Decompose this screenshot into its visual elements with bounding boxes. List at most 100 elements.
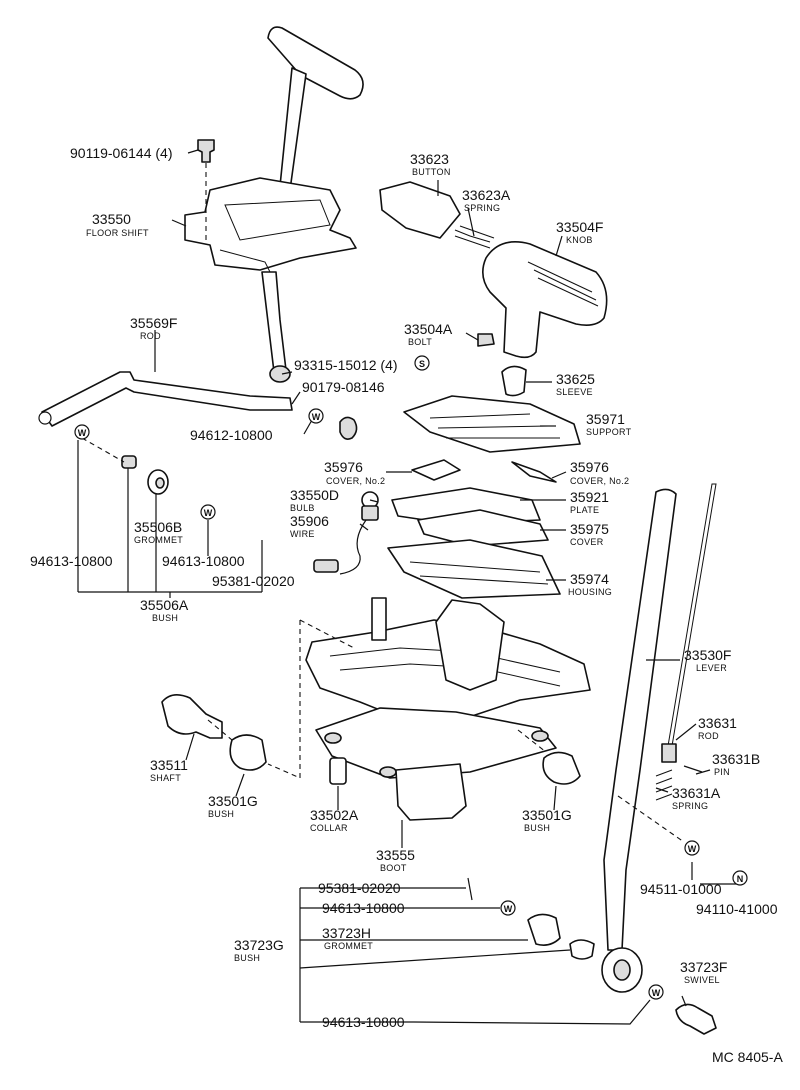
symbol-s1-letter: S [419, 359, 425, 369]
label-33550d: 33550D [290, 487, 339, 503]
label-35906: 35906 [290, 513, 329, 529]
label-94613-10800-left: 94613-10800 [30, 553, 113, 569]
label-95381-02020-bottom: 95381-02020 [318, 880, 401, 896]
symbol-s5: W [684, 840, 700, 856]
label-94613-10800-mid: 94613-10800 [162, 553, 245, 569]
symbol-s8: W [648, 984, 664, 1000]
label-33555-name: BOOT [380, 863, 407, 873]
label-33501g-left: 33501G [208, 793, 258, 809]
button-33623 [379, 181, 461, 239]
floor-shift-stem [279, 67, 307, 191]
label-33631a-name: SPRING [672, 801, 708, 811]
label-33504f-name: KNOB [566, 235, 593, 245]
symbol-s4: W [200, 504, 216, 520]
label-90179-08146: 90179-08146 [302, 379, 385, 395]
cover-35975 [417, 509, 549, 547]
part-labels: 90119-06144 (4) 33550 FLOOR SHIFT 33623 … [30, 145, 778, 1030]
label-33550d-name: BULB [290, 503, 315, 513]
label-93315-15012: 93315-15012 (4) [294, 357, 398, 373]
label-33501g-left-name: BUSH [208, 809, 234, 819]
label-94511-01000: 94511-01000 [640, 881, 722, 897]
label-33504f: 33504F [556, 219, 603, 235]
label-33631b-name: PIN [714, 767, 730, 777]
label-33511-name: SHAFT [150, 773, 181, 783]
symbol-s5-letter: W [688, 844, 697, 854]
diagram-footer-code: MC 8405-A [712, 1049, 783, 1065]
label-33623-name: BUTTON [412, 167, 451, 177]
label-95381-02020-top: 95381-02020 [212, 573, 295, 589]
label-33623a: 33623A [462, 187, 511, 203]
label-33501g-right: 33501G [522, 807, 572, 823]
label-33555: 33555 [376, 847, 415, 863]
label-33723h: 33723H [322, 925, 371, 941]
label-33511: 33511 [150, 757, 188, 773]
symbol-s3-letter: W [78, 428, 87, 438]
label-33501g-right-name: BUSH [524, 823, 550, 833]
label-90119-06144: 90119-06144 (4) [70, 145, 172, 161]
label-35975-name: COVER [570, 537, 604, 547]
label-33723g: 33723G [234, 937, 284, 953]
support-35971 [403, 395, 581, 453]
label-35974: 35974 [570, 571, 609, 587]
label-33625: 33625 [556, 371, 595, 387]
label-33631b: 33631B [712, 751, 760, 767]
label-33530f-name: LEVER [696, 663, 727, 673]
symbol-s4-letter: W [204, 508, 213, 518]
label-33723h-name: GROMMET [324, 941, 373, 951]
label-94110-41000: 94110-41000 [696, 901, 778, 917]
label-33631: 33631 [698, 715, 737, 731]
symbol-s1: S [414, 355, 430, 371]
label-33623a-name: SPRING [464, 203, 500, 213]
floor-shift-base [184, 177, 357, 271]
symbol-s6-letter: N [737, 874, 744, 884]
label-33631-name: ROD [698, 731, 719, 741]
housing-35974 [387, 539, 561, 599]
label-35971: 35971 [586, 411, 625, 427]
knob-33504f [482, 241, 608, 359]
label-35569f: 35569F [130, 315, 177, 331]
label-35976-right: 35976 [570, 459, 609, 475]
label-94613-10800-bottom: 94613-10800 [322, 1014, 405, 1030]
label-33530f: 33530F [684, 647, 731, 663]
label-35974-name: HOUSING [568, 587, 612, 597]
leader-lines [77, 149, 740, 1025]
symbol-s8-letter: W [652, 988, 661, 998]
symbol-markers: S W W W W N W W [74, 355, 748, 1000]
label-35506a-name: BUSH [152, 613, 178, 623]
label-33502a: 33502A [310, 807, 359, 823]
symbol-s7: W [500, 900, 516, 916]
label-35976-left: 35976 [324, 459, 363, 475]
symbol-s6: N [732, 870, 748, 886]
label-35976-right-name: COVER, No.2 [570, 476, 629, 486]
label-33550: 33550 [92, 211, 131, 227]
label-35506b-name: GROMMET [134, 535, 183, 545]
label-35906-name: WIRE [290, 529, 315, 539]
lever-33530f [603, 488, 677, 951]
sleeve-33625 [501, 365, 527, 397]
label-35921-name: PLATE [570, 505, 599, 515]
label-35976-left-name: COVER, No.2 [326, 476, 385, 486]
part-drawings [38, 26, 717, 1035]
label-35975: 35975 [570, 521, 609, 537]
label-33550-name: FLOOR SHIFT [86, 228, 149, 238]
label-33631a: 33631A [672, 785, 721, 801]
swivel-33723f [675, 1003, 717, 1035]
label-35921: 35921 [570, 489, 609, 505]
label-94612-10800: 94612-10800 [190, 427, 273, 443]
label-94613-10800-bush: 94613-10800 [322, 900, 405, 916]
symbol-s2: W [308, 408, 324, 424]
symbol-s3: W [74, 424, 90, 440]
symbol-s2-letter: W [312, 412, 321, 422]
floor-shift-lower-rod [261, 271, 287, 373]
label-33723f: 33723F [680, 959, 727, 975]
label-33504a-name: BOLT [408, 337, 432, 347]
label-35971-name: SUPPORT [586, 427, 632, 437]
label-33723g-name: BUSH [234, 953, 260, 963]
label-33504a: 33504A [404, 321, 453, 337]
label-35506b: 35506B [134, 519, 182, 535]
label-33623: 33623 [410, 151, 449, 167]
boot-33555 [395, 763, 467, 821]
label-35506a: 35506A [140, 597, 189, 613]
label-33502a-name: COLLAR [310, 823, 348, 833]
